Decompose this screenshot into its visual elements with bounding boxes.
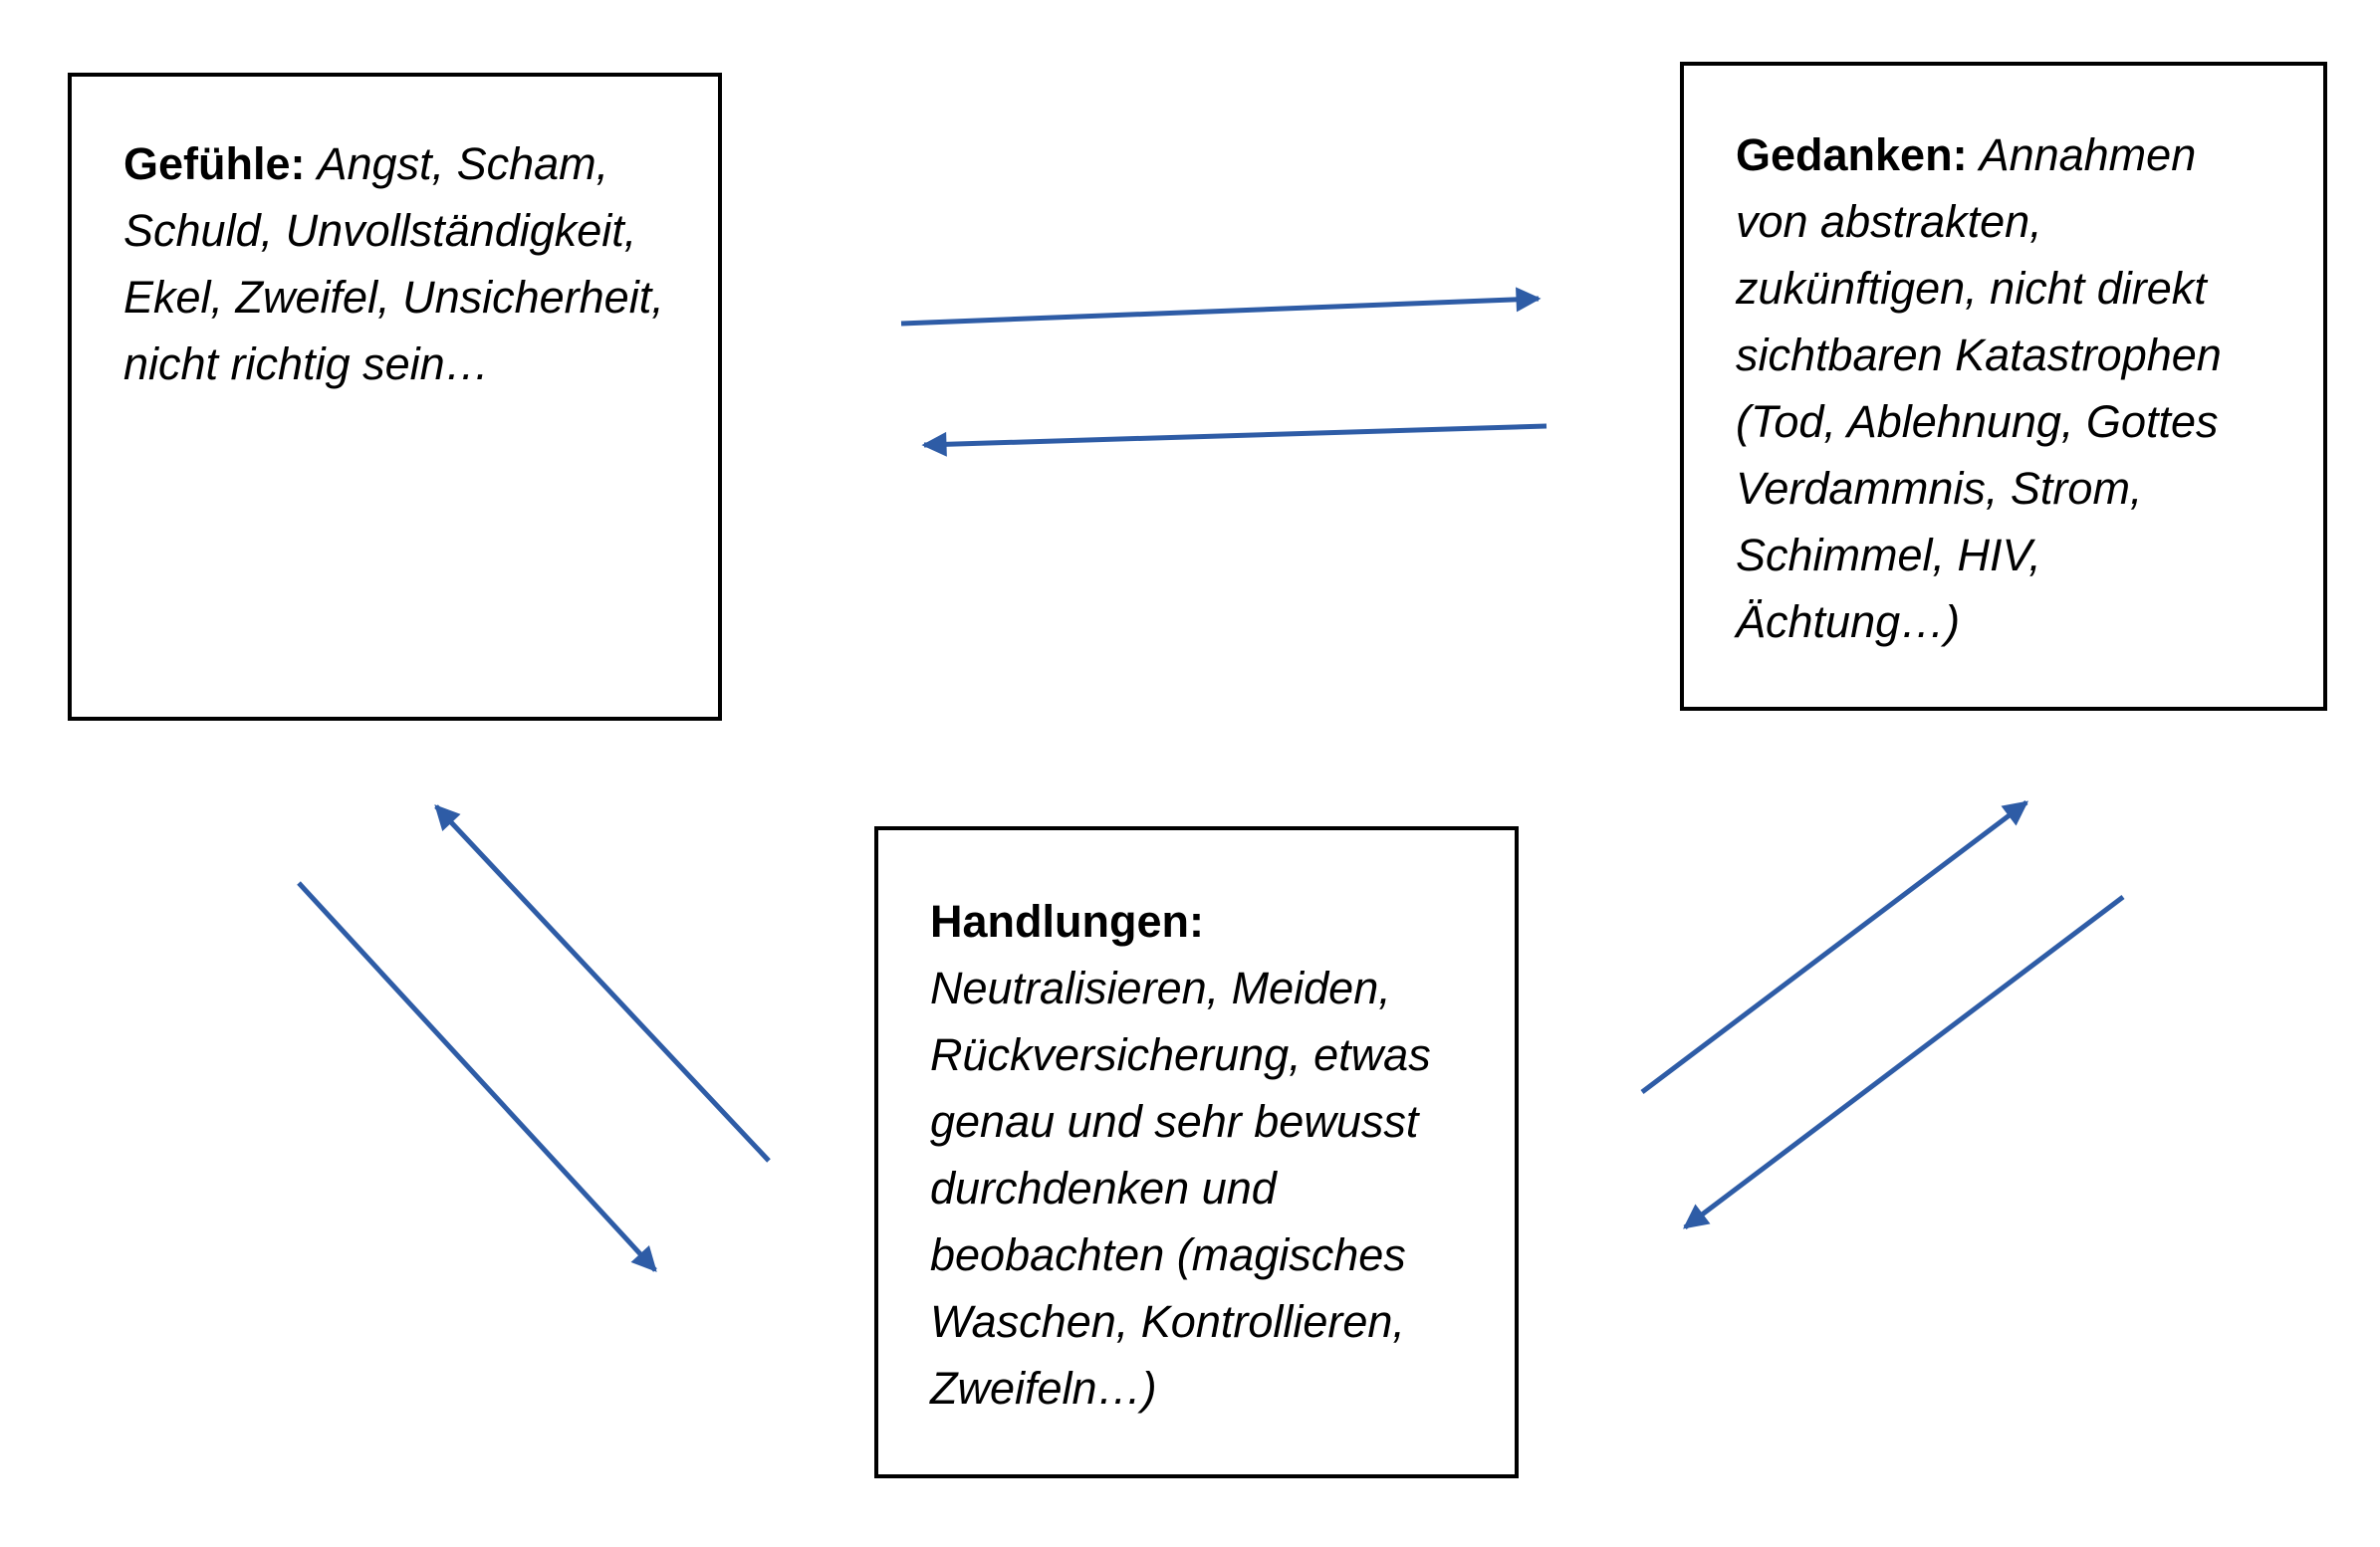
box-gedanken: Gedanken:Annahmen von abstrakten, zukünf… [1680, 62, 2327, 711]
box-gefuehle-title: Gefühle: [123, 138, 306, 189]
arrow-gedanken-to-handlungen-icon [1683, 895, 2125, 1229]
arrow-gedanken-to-gefuehle-icon [921, 423, 1547, 457]
box-gefuehle-body: Angst, Scham, Schuld, Unvollständigkeit,… [123, 138, 664, 389]
arrow-handlungen-to-gefuehle-icon [434, 804, 771, 1163]
arrow-gefuehle-to-gedanken-icon [900, 287, 1542, 327]
box-handlungen-body: Neutralisieren, Meiden, Rückversicherung… [930, 963, 1431, 1414]
box-handlungen-title: Handlungen: [930, 896, 1204, 947]
box-gefuehle: Gefühle:Angst, Scham, Schuld, Unvollstän… [68, 73, 722, 721]
arrow-gefuehle-to-handlungen-icon [297, 881, 657, 1272]
box-gedanken-body: Annahmen von abstrakten, zukünftigen, ni… [1736, 129, 2222, 647]
box-handlungen: Handlungen: Neutralisieren, Meiden, Rückv… [874, 826, 1519, 1478]
arrow-handlungen-to-gedanken-icon [1640, 800, 2028, 1094]
box-gedanken-title: Gedanken: [1736, 129, 1968, 180]
